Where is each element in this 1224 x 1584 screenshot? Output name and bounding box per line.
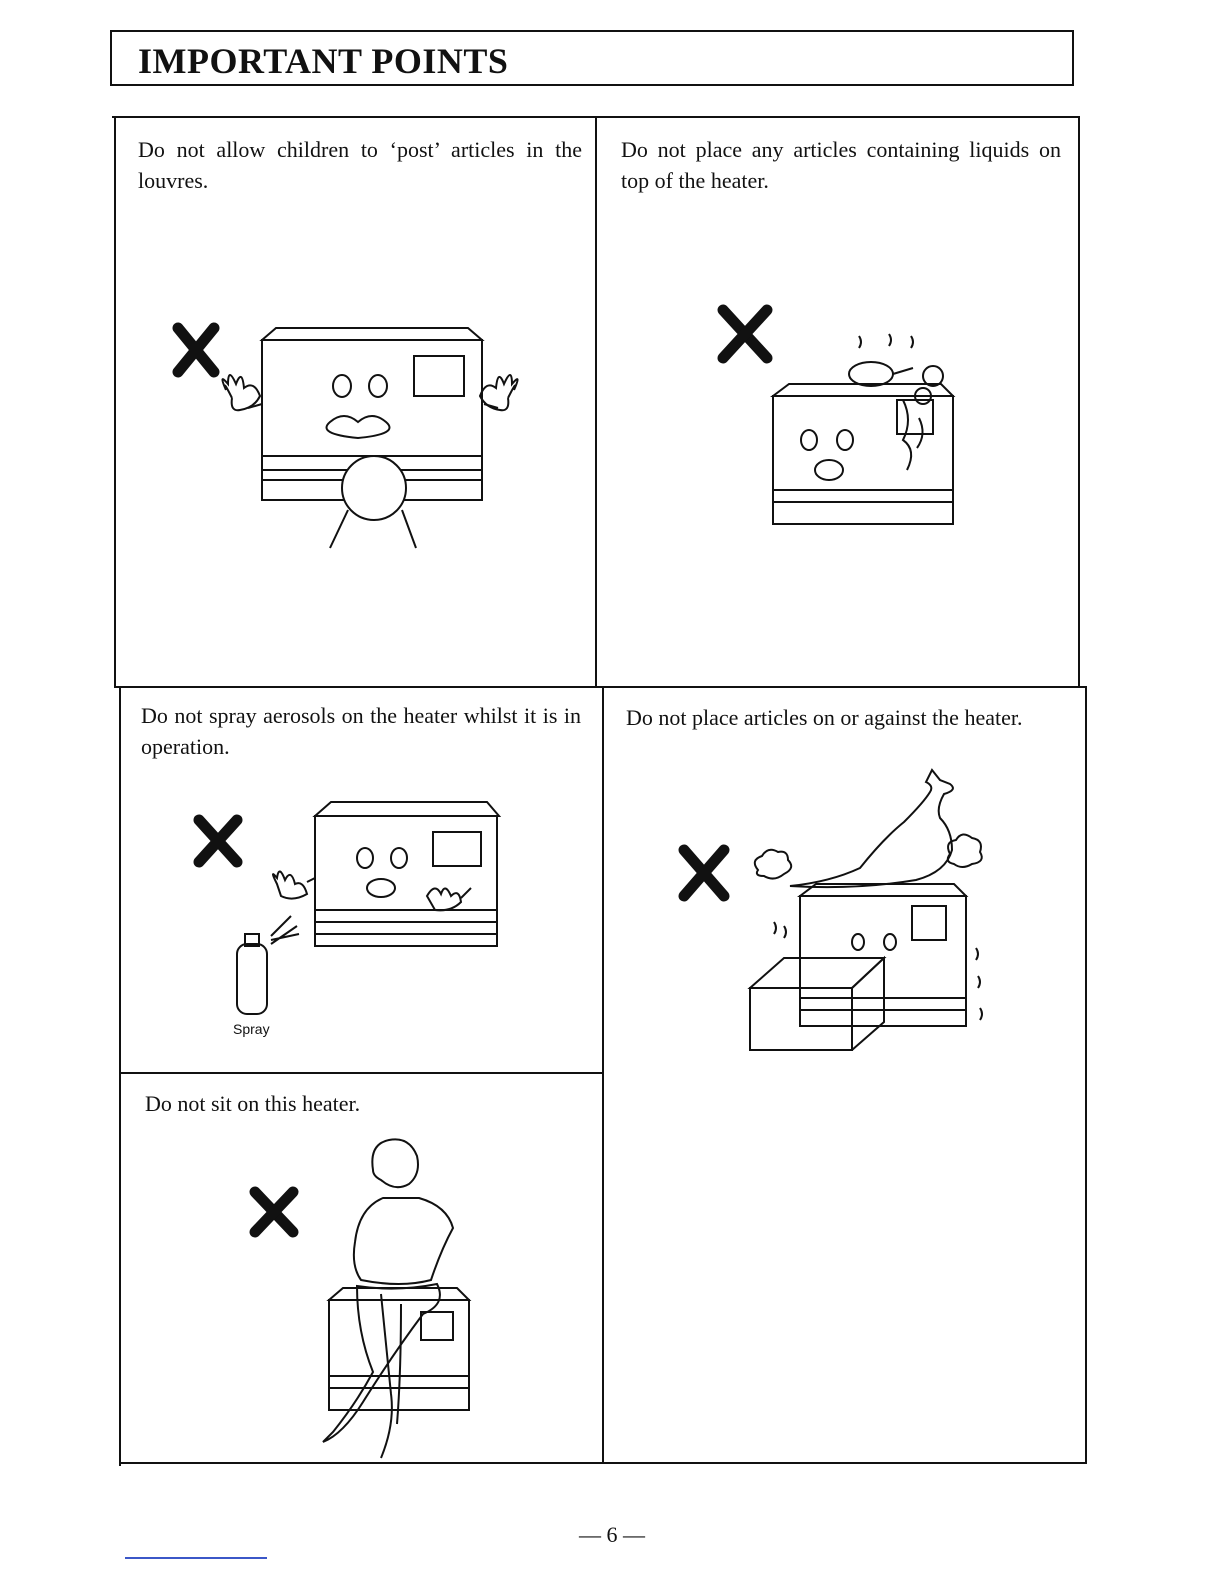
cross-mark-icon — [684, 850, 724, 896]
grid-right — [1078, 116, 1080, 688]
cross-mark-icon — [178, 328, 214, 372]
panel-aerosols: Do not spray aerosols on the heater whil… — [121, 688, 602, 1072]
panel-liquids: Do not place any articles containing liq… — [597, 118, 1078, 686]
panel-against: Do not place articles on or against the … — [604, 688, 1085, 1462]
panel-sit: Do not sit on this heater. — [121, 1074, 602, 1462]
cross-mark-icon — [723, 310, 767, 358]
heater-kangaroo-box-illustration — [604, 688, 1085, 1462]
heater-spray-illustration: Spray — [121, 688, 602, 1072]
woman-sitting-illustration — [121, 1074, 602, 1462]
cross-mark-icon — [199, 820, 237, 862]
grid-right-lower — [1085, 686, 1087, 1464]
heater-child-illustration — [116, 118, 595, 686]
title-box: IMPORTANT POINTS — [110, 30, 1074, 86]
decorative-underline — [125, 1557, 267, 1559]
cross-mark-icon — [255, 1192, 293, 1232]
spray-label: Spray — [233, 1021, 270, 1037]
page-number: — 6 — — [0, 1522, 1224, 1548]
panel-post-articles: Do not allow children to ‘post’ articles… — [116, 118, 595, 686]
heater-liquid-illustration — [597, 118, 1078, 686]
page-title: IMPORTANT POINTS — [138, 40, 508, 82]
grid-bottom — [120, 1462, 1087, 1464]
